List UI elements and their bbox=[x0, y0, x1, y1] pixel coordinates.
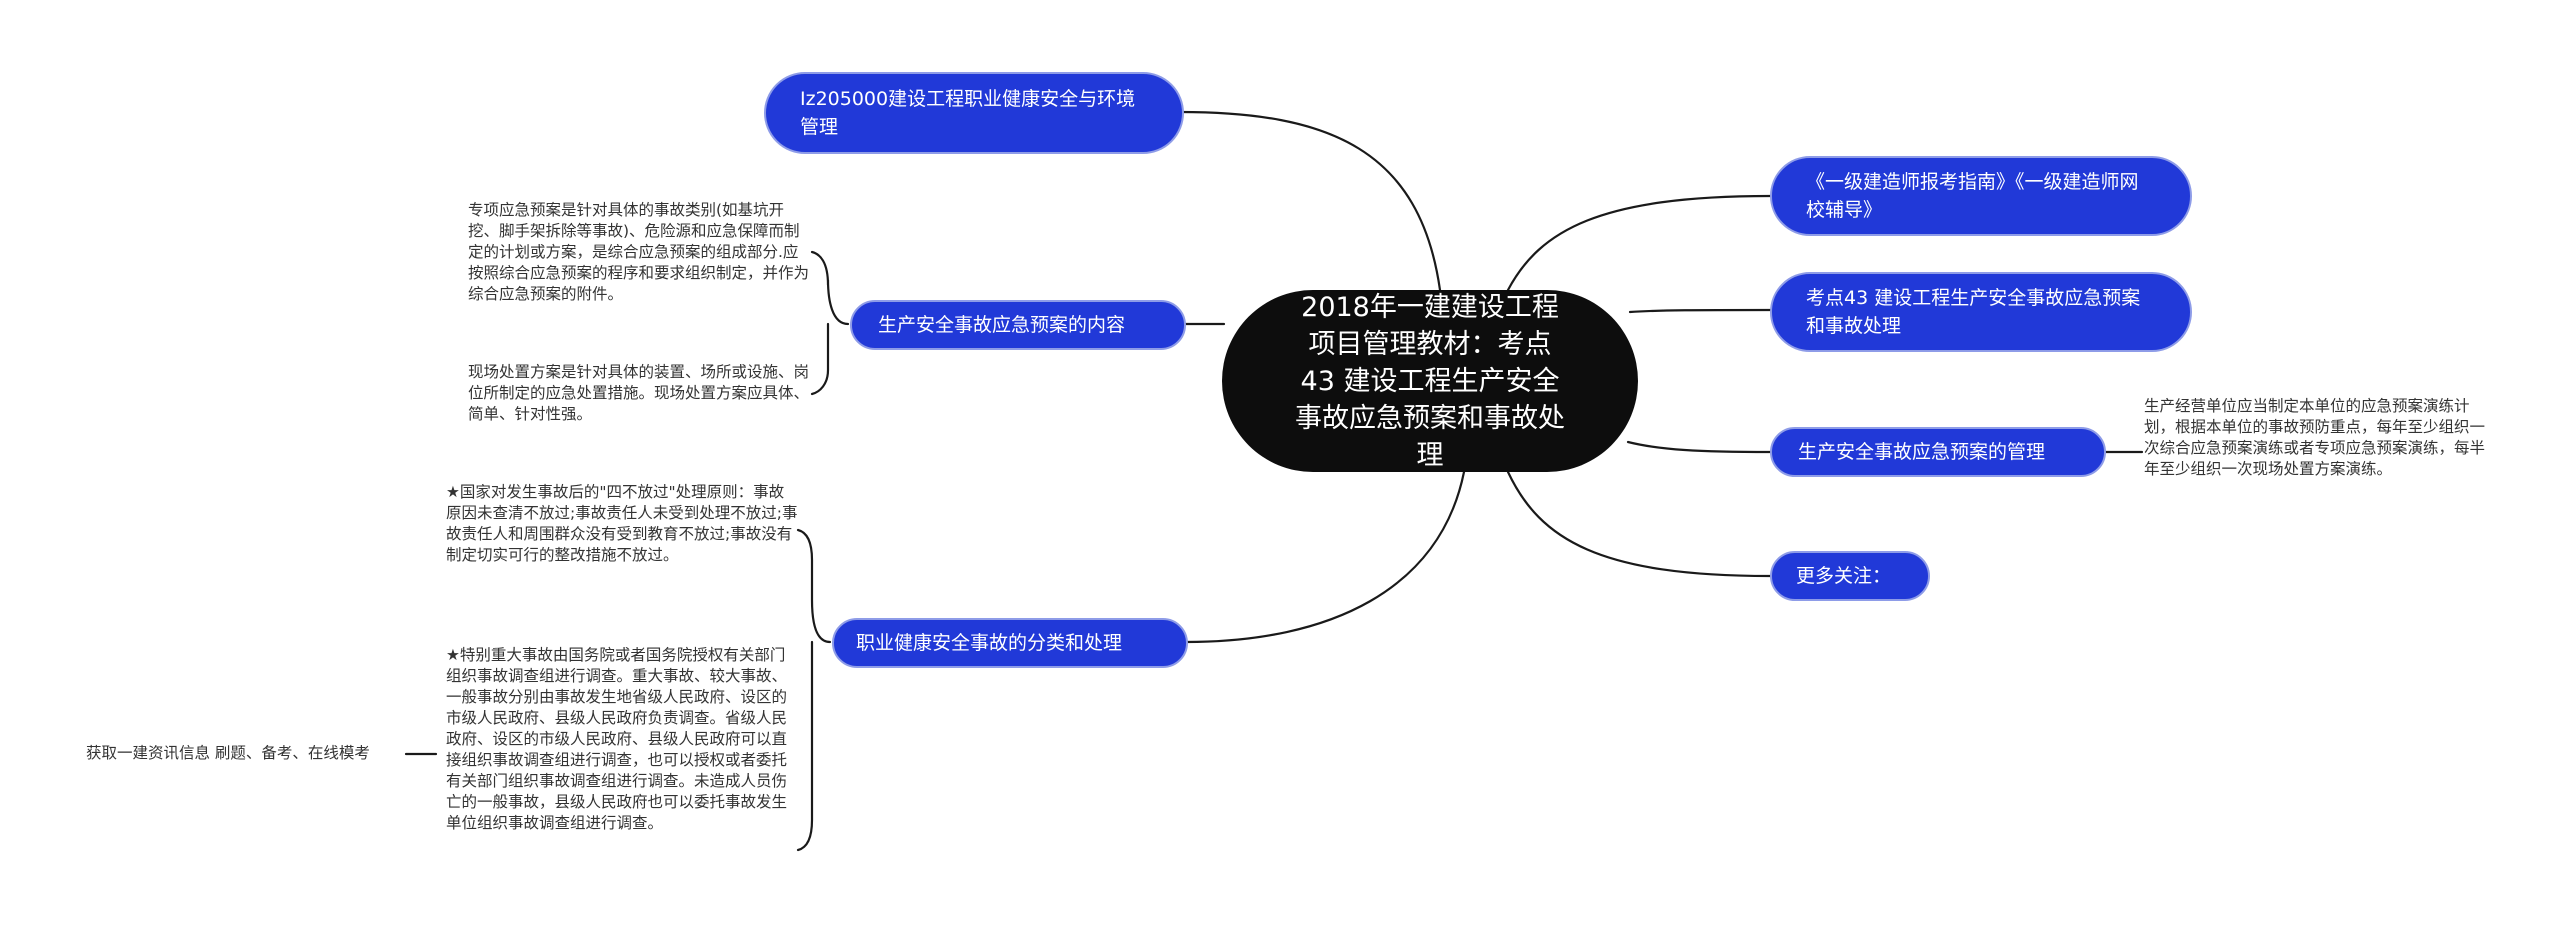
link-center-topic1 bbox=[1178, 110, 1442, 292]
link-topic2-notes bbox=[810, 250, 850, 396]
note-investigation: ★特别重大事故由国务院或者国务院授权有关部门组织事故调查组进行调查。重大事故、较… bbox=[446, 646, 788, 832]
topic-label: Iz205000建设工程职业健康安全与环境管理 bbox=[800, 88, 1136, 138]
central-topic[interactable]: 2018年一建建设工程项目管理教材：考点43 建设工程生产安全事故应急预案和事故… bbox=[1222, 290, 1638, 472]
note-four-principles: ★国家对发生事故后的"四不放过"处理原则：事故原因未查清不放过;事故责任人未受到… bbox=[446, 483, 798, 564]
note-site-plan: 现场处置方案是针对具体的装置、场所或设施、岗位所制定的应急处置措施。现场处置方案… bbox=[468, 363, 810, 423]
topic-accident-classification[interactable]: 职业健康安全事故的分类和处理 bbox=[832, 618, 1188, 668]
link-center-rtopic2 bbox=[1628, 308, 1772, 314]
note-drill-plan: 生产经营单位应当制定本单位的应急预案演练计划，根据本单位的事故预防重点，每年至少… bbox=[2144, 397, 2486, 478]
link-center-rtopic1 bbox=[1506, 194, 1772, 292]
topic-point-43[interactable]: 考点43 建设工程生产安全事故应急预案和事故处理 bbox=[1770, 272, 2192, 352]
topic-exam-guide[interactable]: 《一级建造师报考指南》《一级建造师网校辅导》 bbox=[1770, 156, 2192, 236]
topic-label: 考点43 建设工程生产安全事故应急预案和事故处理 bbox=[1806, 287, 2141, 337]
note-special-plan: 专项应急预案是针对具体的事故类别(如基坑开挖、脚手架拆除等事故)、危险源和应急保… bbox=[468, 201, 810, 303]
topic-label: 生产安全事故应急预案的管理 bbox=[1798, 441, 2046, 463]
link-topic3-notes bbox=[796, 528, 832, 852]
topic-occupational-health-safety[interactable]: Iz205000建设工程职业健康安全与环境管理 bbox=[764, 72, 1184, 154]
link-center-rtopic4 bbox=[1506, 470, 1772, 578]
topic-emergency-plan-management[interactable]: 生产安全事故应急预案的管理 bbox=[1770, 427, 2106, 477]
link-center-topic3 bbox=[1184, 470, 1466, 644]
topic-label: 生产安全事故应急预案的内容 bbox=[878, 314, 1126, 336]
note-get-info: 获取一建资讯信息 刷题、备考、在线模考 bbox=[86, 744, 370, 762]
topic-label: 职业健康安全事故的分类和处理 bbox=[856, 632, 1123, 654]
topic-label: 更多关注： bbox=[1796, 565, 1892, 587]
topic-more-attention[interactable]: 更多关注： bbox=[1770, 551, 1930, 601]
link-center-rtopic3 bbox=[1626, 440, 1772, 454]
topic-emergency-plan-content[interactable]: 生产安全事故应急预案的内容 bbox=[850, 300, 1186, 350]
central-topic-title: 2018年一建建设工程项目管理教材：考点43 建设工程生产安全事故应急预案和事故… bbox=[1295, 291, 1565, 471]
topic-label: 《一级建造师报考指南》《一级建造师网校辅导》 bbox=[1806, 171, 2139, 221]
